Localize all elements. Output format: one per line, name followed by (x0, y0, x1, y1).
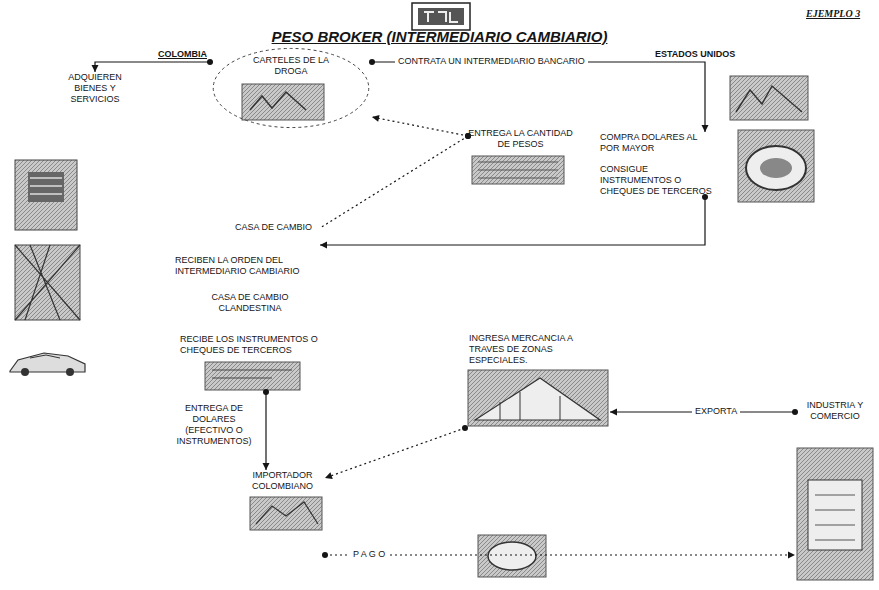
cartel-photo (242, 84, 324, 120)
node-body: RECIBE LOS INSTRUMENTOS O CHEQUES DE TER… (180, 334, 320, 356)
node-heading: INDUSTRIA Y COMERCIO (806, 400, 864, 422)
connector-line (320, 197, 705, 245)
cheques-photo (205, 362, 300, 390)
usa-photo (730, 76, 808, 120)
text-node: ADQUIEREN BIENES Y SERVICIOS (55, 72, 135, 105)
connector-dot (462, 425, 468, 431)
text-node: INDUSTRIA Y COMERCIO (795, 400, 875, 582)
arrowhead (788, 552, 795, 559)
node-heading: CASA DE CAMBIO CLANDESTINA (180, 292, 320, 314)
node-heading: ADQUIEREN BIENES Y SERVICIOS (55, 72, 135, 105)
connector-dot (322, 552, 328, 558)
connector-line (265, 392, 266, 470)
connector (322, 552, 795, 559)
edge-label: CONTRATA UN INTERMEDIARIO BANCARIO (395, 56, 588, 67)
arrowhead (610, 409, 617, 416)
connector (92, 59, 214, 72)
connector-line (372, 117, 468, 136)
free-label: ESTADOS UNIDOS (655, 49, 735, 60)
car-drawing (10, 353, 85, 376)
free-label: EJEMPLO 3 (806, 8, 860, 19)
payment-photo (478, 535, 546, 577)
connector-line (320, 136, 468, 228)
free-zone-photo (468, 370, 608, 426)
connector-line (372, 62, 705, 132)
text-node: INGRESA MERCANCIA A TRAVES DE ZONAS ESPE… (465, 333, 610, 428)
node-heading: IMPORTADOR COLOMBIANO (240, 470, 325, 492)
building-photo (15, 160, 77, 230)
diagram-title: PESO BROKER (INTERMEDIARIO CAMBIARIO) (0, 28, 879, 46)
connector-line (325, 428, 465, 478)
edge-label: ENTREGA DE DOLARES (EFECTIVO O INSTRUMEN… (172, 403, 256, 447)
node-heading: ENTREGA LA CANTIDAD DE PESOS (468, 128, 573, 150)
logo-box (412, 3, 470, 30)
arrowhead (263, 463, 270, 470)
arrowhead (702, 125, 709, 132)
text-node: COMPRA DOLARES AL POR MAYOR CONSIGUE INST… (600, 132, 718, 197)
node-heading: INGRESA MERCANCIA A TRAVES DE ZONAS ESPE… (465, 333, 610, 366)
node-body: RECIBEN LA ORDEN DEL INTERMEDIARIO CAMBI… (175, 255, 320, 277)
connector-dot (369, 59, 375, 65)
connector (320, 194, 708, 249)
structure-photo (15, 245, 80, 320)
pesos-photo (472, 156, 564, 184)
arrowhead (325, 472, 333, 479)
connector (325, 425, 468, 479)
connector (369, 59, 709, 132)
node-heading: CASA DE CAMBIO (175, 222, 320, 233)
text-node: CASA DE CAMBIO CLANDESTINA RECIBE LOS INS… (180, 292, 320, 392)
importer-photo (250, 497, 322, 530)
connector-line (95, 62, 210, 72)
connector-line (325, 554, 795, 555)
connector-dot (207, 59, 213, 65)
text-node: IMPORTADOR COLOMBIANO (240, 470, 325, 560)
node-heading: CARTELES DE LA DROGA (244, 55, 339, 77)
edge-label: EXPORTA (692, 406, 740, 417)
arrowhead (92, 65, 99, 72)
stadium-photo (738, 130, 814, 202)
text-node: ENTREGA LA CANTIDAD DE PESOS (468, 128, 573, 150)
arrowhead (320, 242, 327, 249)
connector (372, 115, 471, 139)
edge-label: P A G O (350, 549, 388, 560)
connector-dot (792, 409, 798, 415)
text-node: CASA DE CAMBIO RECIBEN LA ORDEN DEL INTER… (175, 222, 320, 277)
arrowhead (372, 115, 380, 122)
industry-photo (797, 448, 873, 580)
connector (320, 133, 471, 228)
connector (263, 389, 270, 470)
connector-dot (263, 389, 269, 395)
node-body: CONSIGUE INSTRUMENTOS O CHEQUES DE TERCE… (600, 164, 718, 197)
node-heading: COMPRA DOLARES AL POR MAYOR (600, 132, 718, 154)
free-label: COLOMBIA (158, 49, 207, 60)
cartel-ellipse: CARTELES DE LA DROGA (210, 45, 372, 131)
